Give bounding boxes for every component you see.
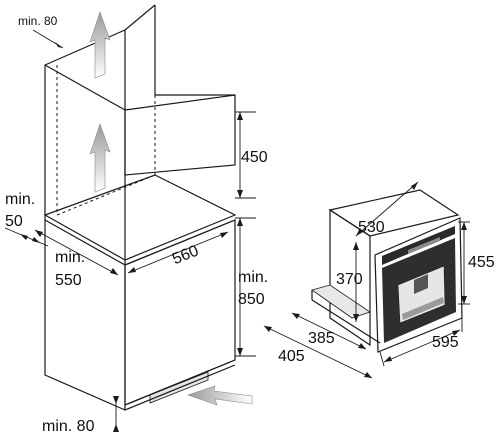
airflow-arrow-up-mid [89, 123, 111, 193]
cabinet-niche-floor-edge [44, 219, 126, 266]
dim-455-arrow-top [461, 222, 467, 230]
dim-595-arrow-a [384, 356, 392, 362]
airflow-arrows [89, 11, 253, 406]
dim-385-arrow-b [358, 343, 366, 349]
dim-595-line [383, 329, 461, 363]
dim-530-line [355, 181, 419, 237]
appliance-drip-tray [402, 297, 444, 320]
dim-depth-arrow-b [110, 268, 118, 275]
cabinet-back-top [124, 4, 156, 31]
plinth-bottom [124, 364, 236, 411]
dim-side-arrow-b [32, 237, 40, 243]
dim-405-arrow-b [364, 372, 372, 378]
dim-850-arrow-top [237, 218, 243, 226]
appliance-dimensions: 530 370 455 385 405 595 [263, 181, 495, 379]
label-height-total: 455 [468, 254, 495, 271]
label-depth-b: 550 [55, 272, 82, 289]
dim-depth-line [34, 229, 119, 276]
label-bottom-clearance: min. 80 [42, 418, 95, 435]
dim-405-arrow-a [264, 326, 272, 332]
dim-850-arrow-bot [237, 348, 243, 356]
appliance-base-edge [311, 299, 381, 344]
airflow-arrow-inlet [187, 385, 253, 406]
dim-370-arrow-bot [353, 314, 359, 322]
label-lower-height-a: min. [238, 269, 268, 286]
label-depth-total: 405 [278, 348, 305, 365]
appliance-dispenser-bay [397, 265, 446, 324]
hidden-edge-floor [56, 174, 156, 216]
label-depth-body: 385 [308, 330, 335, 347]
label-side-clearance-b: 50 [5, 213, 23, 230]
appliance-top-face [328, 189, 460, 237]
dim-width-line [127, 231, 229, 274]
dim-depth-arrow-a [35, 230, 43, 237]
label-side-clearance-a: min. [5, 191, 35, 208]
label-lower-height-b: 850 [238, 291, 265, 308]
tall-cabinet [43, 4, 237, 411]
label-top-clearance: min. 80 [18, 14, 58, 28]
coffee-machine [311, 189, 463, 353]
dim-bottom-arrow-b [113, 424, 119, 432]
dim-385-line [291, 312, 367, 350]
cabinet-top-front [44, 64, 126, 111]
label-width-total: 595 [432, 334, 459, 351]
appliance-spout [414, 274, 428, 294]
cabinet-upper-shelf [124, 94, 236, 176]
dim-width-arrow-b [220, 232, 228, 238]
cabinet-dimensions: min. 80 450 min. 50 min. 550 560 min. 85… [4, 14, 268, 435]
dim-top-arrowhead [55, 42, 63, 48]
dim-530-arrow-a [356, 228, 363, 236]
label-depth-a: min. [55, 249, 85, 266]
dim-450-arrow-bot [237, 190, 243, 198]
appliance-side-face [329, 208, 371, 347]
dim-width-arrow-a [128, 267, 136, 273]
appliance-control-panel [382, 226, 455, 265]
airflow-arrow-up-top [89, 11, 111, 79]
dim-bottom-arrow-a [113, 396, 119, 404]
dim-595-ext-a [379, 351, 385, 367]
cabinet-niche-floor [43, 174, 237, 261]
label-niche-height: 450 [241, 149, 268, 166]
dim-595-arrow-b [452, 330, 460, 336]
dim-side-arrow-a [20, 234, 28, 240]
dim-370-arrow-top [353, 242, 359, 250]
appliance-back-plate [311, 284, 371, 319]
label-height-inner: 370 [336, 271, 363, 288]
dim-385-arrow-a [292, 313, 300, 319]
dim-405-line [263, 325, 373, 379]
label-depth-top: 530 [358, 219, 385, 236]
plinth-line [124, 359, 236, 406]
appliance-display [408, 237, 440, 254]
dim-530-arrow-b [411, 182, 418, 190]
dim-450-arrow-top [237, 112, 243, 120]
label-width: 560 [170, 242, 201, 268]
dim-455-arrow-bot [461, 296, 467, 304]
